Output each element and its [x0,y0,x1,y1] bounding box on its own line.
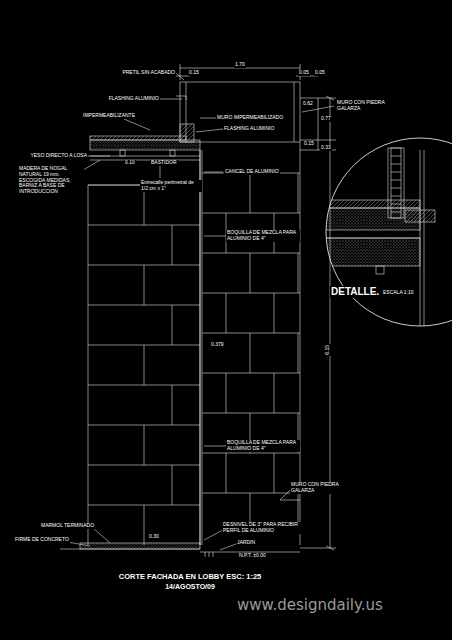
joint-line [250,173,251,213]
joint-line [391,180,401,181]
joint-line [172,305,173,345]
dimension: 6.15 [325,344,331,356]
joint-line [226,453,227,493]
dimension: 0.30 [148,534,160,540]
callout-label: FLASHING ALUMINIO [98,96,160,102]
drawing-date: 14/AGOSTO/09 [165,583,215,590]
joint-line [88,385,200,386]
joint-line [144,265,145,305]
joint-line [144,345,145,385]
joint-line [202,373,300,374]
callout-label: JARDIN [236,540,256,546]
joint-line [172,465,173,505]
joint-line [88,465,200,466]
joint-line [202,293,300,294]
joint-line [202,253,300,254]
callout-label: DETALLE. [330,286,380,298]
callout-label: FLASHING ALUMINIO [223,126,275,132]
joint-line [298,253,299,293]
callout-label: PRETIL SIN ACABADO [76,70,176,76]
joint-line [391,156,401,157]
dimension: 0.33 [320,145,332,151]
joint-line [88,305,200,306]
callout-label: BASTIDOR [150,160,178,166]
dimension: 0.379 [210,342,225,348]
dimension: 0.77 [320,116,332,122]
drawing-title: CORTE FACHADA EN LOBBY ESC: 1:25 [119,572,262,581]
joint-line [391,164,401,165]
callout-label: MARMOL TERMINADO [40,523,95,529]
joint-line [250,253,251,293]
dimension: 0.15 [188,70,200,76]
callout-label: MURO CON PIEDRA GALARZA [290,482,348,494]
joint-line [274,293,275,333]
dimension: 0.62 [302,101,314,107]
joint-line [88,225,200,226]
joint-line [202,453,300,454]
dimension: 1.70 [234,62,246,68]
joint-line [391,204,401,205]
callout-label: MURO IMPERMEABILIZADO [216,115,284,121]
joint-line [202,333,300,334]
joint-line [391,188,401,189]
callout-label: YESO DIRECTO A LOSA [16,153,88,159]
callout-label: BOQUILLA DE MEZCLA PARA ALUMINIO DE 4" [226,230,300,242]
callout-label: MURO CON PIEDRA GALARZA [336,100,394,112]
joint-line [202,413,300,414]
joint-line [274,453,275,493]
joint-line [298,173,299,213]
callout-label: BOQUILLA DE MEZCLA PARA ALUMINIO DE 4" [226,440,300,452]
joint-line [202,213,300,214]
callout-label: ESCALA 1:10 [382,290,415,296]
callout-label: IMPERMEABILIZANTE [74,113,136,119]
joint-line [391,212,401,213]
joint-line [226,293,227,333]
callout-label: MADERA DE NOGAL NATURAL 19 mm. ESCOGIDA … [18,166,84,195]
joint-line [391,196,401,197]
joint-line [298,333,299,373]
joint-line [144,425,145,465]
watermark: www.designdaily.us [236,597,384,614]
joint-line [391,172,401,173]
callout-label: FIRME DE CONCRETO [14,537,70,543]
dimension: 0.05 [298,70,310,76]
joint-line [202,493,300,494]
joint-line [144,505,145,545]
joint-line [172,225,173,265]
joint-line [172,385,173,425]
callout-label: N.P.T. ±0.00 [238,553,267,559]
joint-line [226,373,227,413]
dimension: 0.15 [303,141,315,147]
joint-line [250,333,251,373]
callout-label: CANCEL DE ALUMINIO [224,169,280,175]
joint-line [274,373,275,413]
dimension: 0.05 [314,70,326,76]
callout-label: DESNIVEL DE 3" PARA RECIBIR PERFIL DE AL… [222,522,306,534]
callout-label: Entrecalle perimetral de 1/2 cm x 1" [140,180,202,192]
dimension: 0.10 [124,160,136,166]
